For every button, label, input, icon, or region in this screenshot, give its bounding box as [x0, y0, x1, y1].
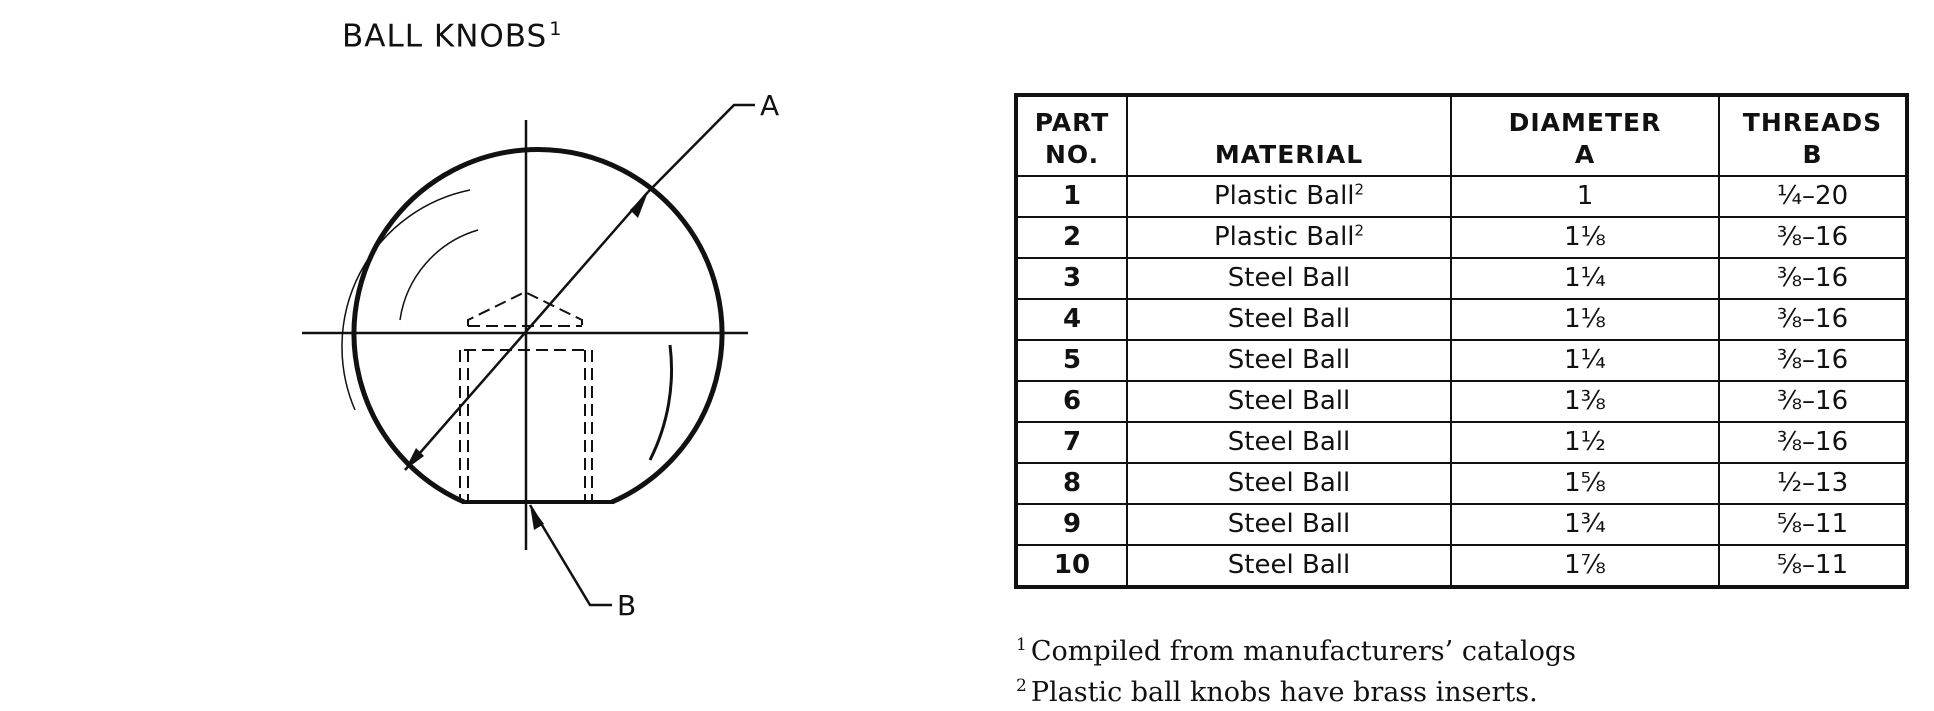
- ball-knob-diagram: A B: [302, 89, 779, 622]
- material-text: Plastic Ball: [1213, 222, 1355, 252]
- header-threads-line1: THREADS: [1742, 108, 1883, 137]
- header-part-line2: NO.: [1044, 140, 1100, 169]
- material-footnote-marker: 2: [1354, 180, 1365, 199]
- table-row: 3 Steel Ball 1¼ ⅜–16: [1015, 257, 1908, 300]
- cell-part-no: 8: [1015, 462, 1128, 505]
- ball-knobs-table: PART NO. MATERIAL DIAMETER A THREADS B 1 Pl…: [1014, 93, 1909, 589]
- header-diameter: DIAMETER A: [1450, 94, 1720, 177]
- cell-diameter: 1¼: [1450, 257, 1720, 300]
- footnote-text: Plastic ball knobs have brass inserts.: [1030, 677, 1538, 708]
- table-row: 5 Steel Ball 1¼ ⅜–16: [1015, 339, 1908, 382]
- header-threads-line2: B: [1802, 140, 1823, 169]
- cell-part-no: 2: [1015, 216, 1128, 259]
- cell-material: Steel Ball: [1126, 462, 1452, 505]
- cell-material: Steel Ball: [1126, 503, 1452, 546]
- cell-diameter: 1¼: [1450, 339, 1720, 382]
- cell-material: Steel Ball: [1126, 380, 1452, 423]
- cell-diameter: 1¾: [1450, 503, 1720, 546]
- table-row: 7 Steel Ball 1½ ⅜–16: [1015, 421, 1908, 464]
- table-row: 9 Steel Ball 1¾ ⅝–11: [1015, 503, 1908, 546]
- table-header-row: PART NO. MATERIAL DIAMETER A THREADS B: [1015, 94, 1908, 177]
- material-text: Steel Ball: [1227, 509, 1351, 539]
- cell-part-no: 1: [1015, 175, 1128, 218]
- title-text: BALL KNOBS: [342, 18, 548, 55]
- cell-diameter: 1⅜: [1450, 380, 1720, 423]
- hidden-insert: [459, 290, 593, 500]
- header-diameter-line1: DIAMETER: [1508, 108, 1662, 137]
- material-text: Steel Ball: [1227, 386, 1351, 416]
- header-part-no: PART NO.: [1015, 94, 1128, 177]
- header-material: MATERIAL: [1126, 94, 1452, 177]
- cell-material: Plastic Ball2: [1126, 175, 1452, 218]
- cell-diameter: 1: [1450, 175, 1720, 218]
- cell-material: Steel Ball: [1126, 544, 1452, 588]
- material-text: Steel Ball: [1227, 550, 1351, 580]
- header-part-line1: PART: [1034, 108, 1110, 137]
- arrowhead-b: [530, 505, 544, 530]
- dimension-line-a: [404, 191, 649, 471]
- highlight-arc-inner: [399, 229, 479, 321]
- cell-threads: ¼–20: [1718, 175, 1908, 218]
- cell-part-no: 10: [1015, 544, 1128, 588]
- table-row: 4 Steel Ball 1⅛ ⅜–16: [1015, 298, 1908, 341]
- cell-material: Plastic Ball2: [1126, 216, 1452, 259]
- label-b: B: [617, 589, 636, 622]
- cell-threads: ½–13: [1718, 462, 1908, 505]
- cell-diameter: 1⅞: [1450, 544, 1720, 588]
- footnote-text: Compiled from manufacturers’ catalogs: [1030, 636, 1577, 667]
- cell-threads: ⅝–11: [1718, 544, 1908, 588]
- shadow-arc-right: [648, 344, 674, 461]
- material-text: Steel Ball: [1227, 263, 1351, 293]
- ball-outline: [351, 147, 725, 505]
- arrowhead-a-lower: [405, 448, 424, 470]
- cell-part-no: 6: [1015, 380, 1128, 423]
- cell-diameter: 1⅛: [1450, 216, 1720, 259]
- leader-a: [647, 103, 755, 193]
- footnote-marker: 1: [1016, 635, 1027, 655]
- cell-part-no: 3: [1015, 257, 1128, 300]
- label-a: A: [760, 89, 779, 122]
- material-text: Steel Ball: [1227, 345, 1351, 375]
- cell-part-no: 5: [1015, 339, 1128, 382]
- cell-threads: ⅜–16: [1718, 339, 1908, 382]
- cell-part-no: 4: [1015, 298, 1128, 341]
- material-text: Plastic Ball: [1213, 181, 1355, 211]
- cell-material: Steel Ball: [1126, 257, 1452, 300]
- cell-threads: ⅜–16: [1718, 380, 1908, 423]
- cell-material: Steel Ball: [1126, 421, 1452, 464]
- table-row: 6 Steel Ball 1⅜ ⅜–16: [1015, 380, 1908, 423]
- cell-material: Steel Ball: [1126, 298, 1452, 341]
- highlight-arc-outer: [341, 189, 471, 411]
- material-text: Steel Ball: [1227, 468, 1351, 498]
- cell-material: Steel Ball: [1126, 339, 1452, 382]
- footnote-marker: 2: [1016, 676, 1027, 696]
- table-row: 1 Plastic Ball2 1 ¼–20: [1015, 175, 1908, 218]
- cell-threads: ⅝–11: [1718, 503, 1908, 546]
- cell-diameter: 1⅝: [1450, 462, 1720, 505]
- material-text: Steel Ball: [1227, 427, 1351, 457]
- title-footnote-marker: 1: [549, 18, 563, 40]
- header-threads: THREADS B: [1718, 94, 1908, 177]
- cell-threads: ⅜–16: [1718, 298, 1908, 341]
- table-row: 2 Plastic Ball2 1⅛ ⅜–16: [1015, 216, 1908, 259]
- material-text: Steel Ball: [1227, 304, 1351, 334]
- material-footnote-marker: 2: [1354, 221, 1365, 240]
- ball-knob-drawing: A B: [290, 85, 779, 640]
- cell-threads: ⅜–16: [1718, 216, 1908, 259]
- cell-threads: ⅜–16: [1718, 421, 1908, 464]
- arrowhead-a-upper: [630, 192, 648, 218]
- header-diameter-line2: A: [1574, 140, 1596, 169]
- cell-diameter: 1½: [1450, 421, 1720, 464]
- table-row: 10 Steel Ball 1⅞ ⅝–11: [1015, 544, 1908, 588]
- cell-part-no: 9: [1015, 503, 1128, 546]
- leader-b: [528, 504, 612, 607]
- cell-threads: ⅜–16: [1718, 257, 1908, 300]
- cell-part-no: 7: [1015, 421, 1128, 464]
- table-row: 8 Steel Ball 1⅝ ½–13: [1015, 462, 1908, 505]
- cell-diameter: 1⅛: [1450, 298, 1720, 341]
